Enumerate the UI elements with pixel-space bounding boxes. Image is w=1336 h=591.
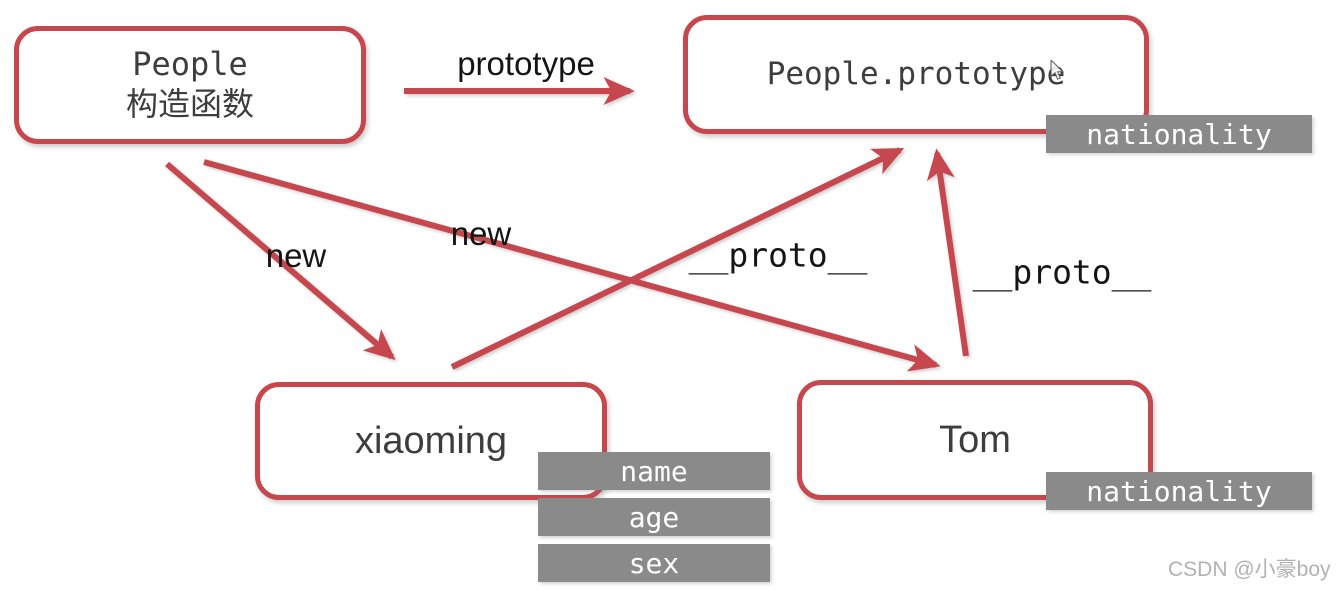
csdn-watermark: CSDN @小豪boy bbox=[1168, 558, 1331, 581]
mouse-cursor-icon bbox=[1050, 60, 1065, 80]
people-title: People bbox=[132, 45, 248, 84]
people-prototype-title: People.prototype bbox=[766, 56, 1066, 93]
new-edge-label-tom: new bbox=[450, 215, 512, 252]
people-subtitle: 构造函数 bbox=[125, 86, 254, 123]
proto-arrow-from-tom bbox=[926, 148, 969, 357]
proto-edge-label-tom: __proto__ bbox=[972, 252, 1152, 292]
xiaoming-property-age: age bbox=[538, 498, 770, 536]
tom-property-nationality: nationality bbox=[1046, 472, 1312, 510]
tom-title: Tom bbox=[939, 418, 1011, 461]
proto-edge-label-xiaoming: __proto__ bbox=[688, 235, 868, 275]
xiaoming-property-name: name bbox=[538, 452, 770, 490]
new-edge-label-xiaoming: new bbox=[265, 237, 327, 274]
node-people-constructor: People 构造函数 bbox=[14, 26, 366, 144]
xiaoming-property-sex: sex bbox=[538, 544, 770, 582]
prototype-edge-label: prototype bbox=[457, 45, 595, 82]
prototype-property-nationality: nationality bbox=[1046, 115, 1312, 153]
xiaoming-title: xiaoming bbox=[354, 419, 508, 462]
node-xiaoming-instance: xiaoming bbox=[255, 382, 607, 500]
node-people-prototype: People.prototype bbox=[683, 15, 1149, 134]
node-tom-instance: Tom bbox=[797, 380, 1153, 500]
